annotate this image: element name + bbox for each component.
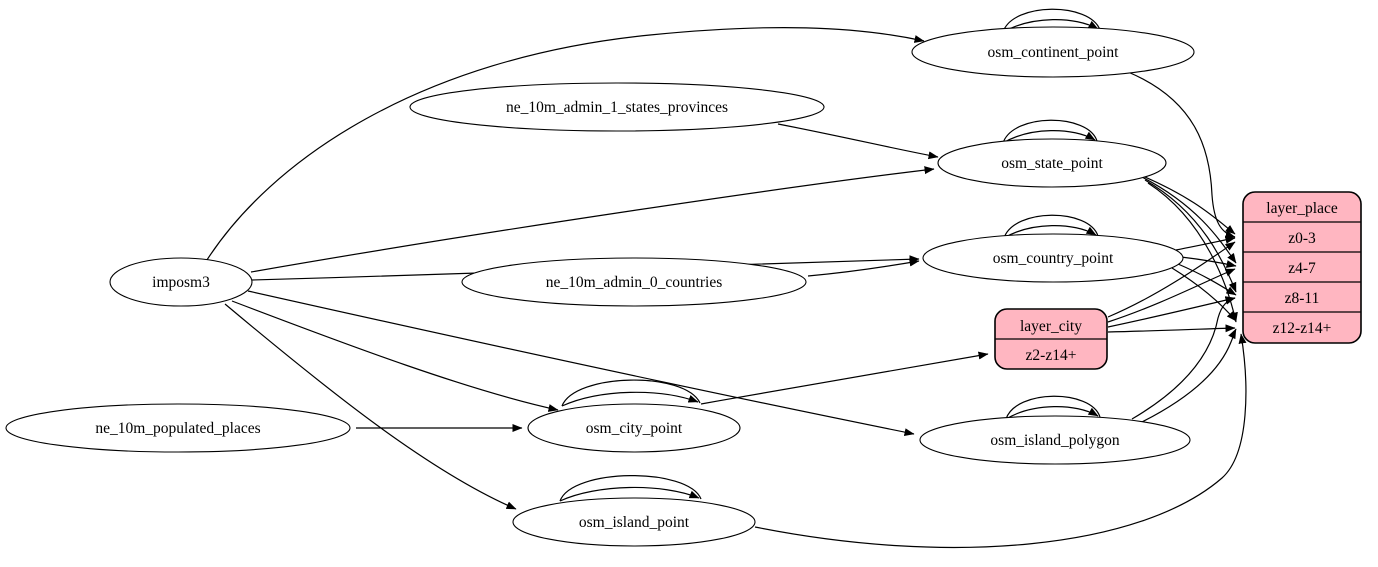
record-title: layer_place bbox=[1266, 200, 1338, 217]
edge-ne_10m_admin_1_states_provinces-osm_state_point bbox=[777, 123, 939, 160]
record-layer_place: layer_place z0-3 z4-7 z8-11 z12-z14+ bbox=[1242, 191, 1362, 344]
edge-imposm3-osm_island_point bbox=[224, 303, 517, 510]
node-osm_island_polygon: osm_island_polygon bbox=[919, 415, 1191, 465]
node-shape bbox=[109, 257, 253, 307]
edge-imposm3-osm_island_polygon bbox=[247, 290, 915, 437]
edge-osm_continent_point-layer_place-z0-3 bbox=[1127, 71, 1236, 239]
node-shape bbox=[409, 82, 825, 132]
self-loop-inner bbox=[561, 391, 699, 407]
node-label: imposm3 bbox=[152, 274, 210, 291]
edge-osm_country_point-self bbox=[1003, 214, 1099, 239]
node-osm_island_point: osm_island_point bbox=[512, 497, 756, 547]
record-row-z2-z14: z2-z14+ bbox=[1026, 347, 1077, 364]
node-label: osm_continent_point bbox=[988, 44, 1120, 61]
edge-osm_country_point-layer_place-z8-11 bbox=[1177, 263, 1237, 296]
edge-osm_island_point-self bbox=[559, 475, 702, 502]
node-osm_country_point: osm_country_point bbox=[922, 233, 1184, 283]
node-shape bbox=[527, 403, 741, 453]
record-shape bbox=[1242, 191, 1362, 344]
record-row-z12-z14: z12-z14+ bbox=[1273, 320, 1332, 337]
self-loop-inner bbox=[1005, 406, 1099, 420]
node-osm_state_point: osm_state_point bbox=[937, 138, 1167, 188]
node-ne_10m_admin_1_states_provinces: ne_10m_admin_1_states_provinces bbox=[409, 82, 825, 132]
self-loop-inner bbox=[1002, 130, 1096, 144]
edge-osm_island_point-layer_place-z12-z14 bbox=[754, 333, 1247, 549]
edge-imposm3-osm_continent_point bbox=[204, 26, 925, 264]
node-label: ne_10m_admin_1_states_provinces bbox=[506, 99, 728, 116]
node-shape bbox=[919, 415, 1191, 465]
edge-osm_island_polygon-layer_place-z12-z14 bbox=[1139, 328, 1237, 424]
edge-osm_country_point-layer_place-z12-z14 bbox=[1171, 267, 1237, 322]
edge-osm_state_point-layer_place-z0-3 bbox=[1137, 173, 1236, 235]
edge-osm_state_point-layer_place-z12-z14 bbox=[1147, 182, 1238, 323]
record-row-z8-11: z8-11 bbox=[1285, 290, 1320, 307]
node-label: osm_city_point bbox=[586, 420, 683, 437]
edge-layer_city-layer_place-z0-3 bbox=[1107, 241, 1236, 318]
node-shape bbox=[922, 233, 1184, 283]
edge-ne_10m_admin_0_countries-osm_country_point bbox=[807, 258, 920, 277]
node-ne_10m_populated_places: ne_10m_populated_places bbox=[5, 403, 351, 453]
edge-osm_island_polygon-layer_place-z8-11 bbox=[1131, 296, 1236, 420]
edge-layer_city-layer_place-z4-7 bbox=[1107, 268, 1236, 323]
node-ne_10m_admin_0_countries: ne_10m_admin_0_countries bbox=[461, 257, 807, 307]
record-title: layer_city bbox=[1020, 318, 1082, 335]
edge-group bbox=[204, 8, 1247, 549]
edge-osm_island_polygon-self bbox=[1005, 395, 1101, 420]
node-label: osm_island_point bbox=[579, 514, 690, 531]
edge-osm_city_point-self bbox=[561, 379, 701, 407]
node-osm_continent_point: osm_continent_point bbox=[911, 26, 1195, 78]
edge-osm_state_point-self bbox=[1002, 119, 1098, 144]
node-label: ne_10m_populated_places bbox=[95, 420, 260, 437]
edge-osm_country_point-layer_place-z0-3 bbox=[1175, 235, 1236, 251]
node-label: osm_island_polygon bbox=[990, 432, 1119, 449]
self-loop-outer bbox=[559, 475, 702, 502]
node-label: osm_country_point bbox=[993, 250, 1114, 267]
node-label: ne_10m_admin_0_countries bbox=[546, 274, 723, 291]
record-row-z4-7: z4-7 bbox=[1288, 260, 1316, 277]
edge-imposm3-osm_city_point bbox=[231, 300, 559, 412]
node-shape bbox=[461, 257, 807, 307]
node-label: osm_state_point bbox=[1001, 155, 1103, 172]
edge-layer_city-layer_place-z12-z14 bbox=[1107, 324, 1236, 333]
edge-imposm3-osm_state_point bbox=[250, 166, 935, 273]
node-imposm3: imposm3 bbox=[109, 257, 253, 307]
node-shape bbox=[512, 497, 756, 547]
edge-osm_country_point-layer_place-z4-7 bbox=[1180, 256, 1237, 268]
edge-osm_state_point-layer_place-z4-7 bbox=[1141, 176, 1237, 264]
edge-layer_city-layer_place-z8-11 bbox=[1107, 296, 1236, 328]
self-loop-inner bbox=[559, 486, 700, 502]
record-layer_city: layer_city z2-z14+ bbox=[994, 308, 1108, 370]
edge-osm_city_point-layer_city-z2-z14 bbox=[700, 351, 989, 405]
node-osm_city_point: osm_city_point bbox=[527, 403, 741, 453]
self-loop-outer bbox=[561, 379, 701, 407]
node-shape bbox=[937, 138, 1167, 188]
record-row-z0-3: z0-3 bbox=[1288, 230, 1316, 247]
edge-osm_state_point-layer_place-z8-11 bbox=[1144, 179, 1237, 293]
self-loop-inner bbox=[1003, 225, 1097, 239]
node-shape bbox=[911, 26, 1195, 78]
node-shape bbox=[5, 403, 351, 453]
